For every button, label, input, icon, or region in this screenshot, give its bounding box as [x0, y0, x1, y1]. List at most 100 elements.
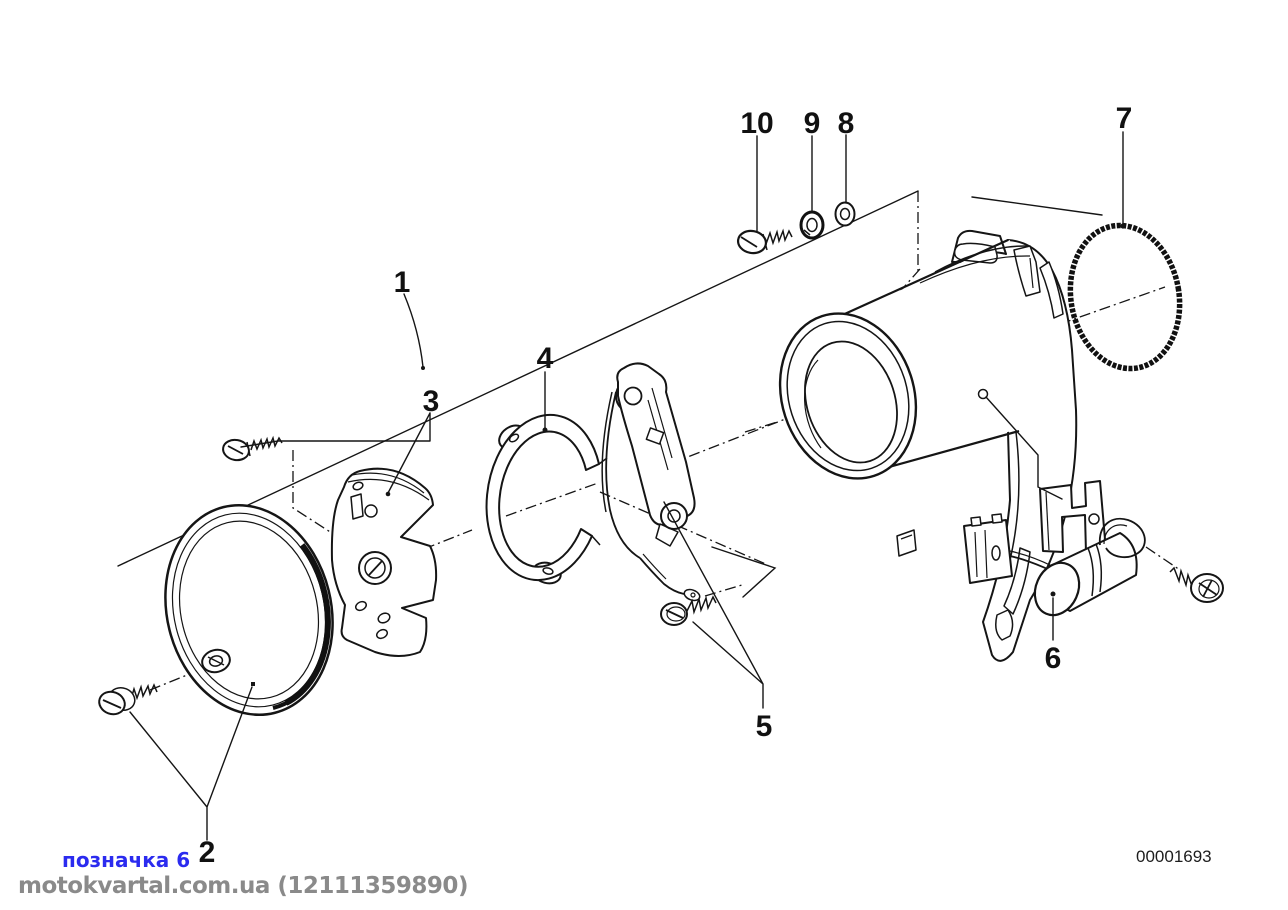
detail-line: [900, 534, 913, 540]
callout-8: 8: [838, 107, 855, 140]
leader-2: [129, 686, 253, 841]
cap-hub-slot: [207, 656, 225, 666]
leader-dot: [421, 366, 425, 370]
screw-thread: [1169, 566, 1194, 590]
plate-hole: [364, 504, 378, 518]
footer: позначка 6 motokvartal.com.ua (121113598…: [18, 847, 1212, 899]
leader-lines: [129, 131, 1124, 841]
screw-head-face: [1198, 579, 1220, 599]
connector-tabs: [970, 513, 1003, 527]
screw-head: [98, 690, 126, 716]
plate-hole: [354, 600, 368, 612]
screw-thread: [686, 595, 717, 615]
leader-1: [403, 293, 424, 368]
part-contact-breaker: [601, 362, 701, 602]
plate-hub-key: [368, 560, 383, 576]
doc-number: 00001693: [1136, 847, 1212, 866]
part-breaker-base-ring: [485, 413, 608, 585]
washer-split: [803, 229, 811, 236]
housing-mount-hole: [977, 388, 989, 400]
plate-hub-ring: [364, 557, 386, 579]
callout-numbers: 1 2 3 4 5 6 7 8 9 10: [199, 102, 1133, 869]
callout-2: 2: [199, 836, 216, 869]
flange-slot: [1039, 261, 1064, 319]
condenser-band: [1087, 543, 1103, 597]
screw-axis-segment: [292, 450, 353, 547]
callout-7: 7: [1116, 102, 1133, 135]
condenser-wire: [1009, 550, 1053, 567]
assembly-plane-line: [117, 190, 919, 567]
part-points-screw: [660, 595, 717, 626]
leader-dot: [251, 682, 255, 686]
plate-rim-line: [351, 472, 425, 494]
plate-hole: [377, 612, 391, 624]
leader-3: [240, 412, 431, 494]
screw-slot: [102, 699, 122, 709]
housing-rim-inner: [786, 320, 910, 472]
callout-6: 6: [1045, 642, 1062, 675]
cap-shadow-arc: [272, 625, 330, 710]
ring-outline: [485, 413, 600, 582]
plate-hole: [375, 628, 389, 640]
part-condenser: [963, 480, 1146, 617]
part-screw-10: [736, 228, 793, 255]
callout-3: 3: [423, 385, 440, 418]
screw-axis-segment: [1145, 546, 1181, 571]
screw-thread: [130, 683, 158, 701]
flange-front-edge: [919, 255, 1031, 284]
washer-hole: [806, 217, 818, 233]
points-lower-hole: [667, 509, 681, 523]
flange-slot: [1003, 547, 1031, 615]
part-distributor-housing: [778, 229, 1078, 662]
screw-thread: [250, 435, 283, 451]
part-cap-screw: [98, 683, 158, 716]
flange-inner-edge: [1009, 431, 1020, 561]
flange-ear-slot: [995, 609, 1014, 641]
part-plate-screw: [222, 435, 283, 462]
washer-outline: [834, 201, 856, 227]
part-washer-8: [834, 201, 856, 227]
screw-thread: [765, 228, 793, 246]
leader-dot: [542, 427, 548, 433]
contact-block: [645, 427, 665, 445]
screw-slot: [227, 445, 244, 455]
part-advance-plate: [330, 467, 438, 657]
detail-line: [1029, 257, 1034, 289]
wire-loop: [1099, 517, 1146, 559]
leader-dot: [1050, 591, 1056, 597]
leader-dot: [1120, 223, 1126, 229]
spring-edge: [601, 391, 613, 513]
ring-tab-hole: [508, 433, 520, 443]
points-wire: [642, 553, 667, 580]
housing-bore: [804, 340, 898, 464]
connector-block: [963, 519, 1013, 584]
ring-tab-hole: [542, 567, 554, 575]
plate-rim-line: [347, 478, 430, 501]
direction-arrow-head: [711, 546, 777, 598]
axis-segment: [423, 529, 473, 550]
screw-slot: [665, 609, 684, 619]
connector-hole: [991, 545, 1001, 561]
part-lock-washer-9: [799, 210, 825, 240]
condenser-mount-leader: [985, 396, 1063, 500]
axis-segment: [505, 482, 599, 517]
part-o-ring: [1067, 222, 1183, 372]
screw-slot: [740, 236, 758, 248]
screw-axis-segment: [704, 584, 743, 597]
callout-4: 4: [537, 342, 554, 375]
washer-hole: [839, 207, 851, 221]
points-pivot-hole: [623, 386, 643, 406]
part-distributor-cap: [164, 504, 334, 716]
callout-5: 5: [756, 710, 773, 743]
plane-edge-line: [971, 196, 1103, 216]
spring-leaf: [605, 391, 641, 559]
flange-front-edge: [934, 245, 1029, 273]
callout-10: 10: [740, 107, 773, 140]
connector-slots: [974, 529, 988, 579]
bracket-fold: [1045, 491, 1050, 551]
terminal-hole: [690, 592, 696, 598]
screw-head: [736, 229, 768, 255]
axis-segment: [1059, 286, 1166, 325]
